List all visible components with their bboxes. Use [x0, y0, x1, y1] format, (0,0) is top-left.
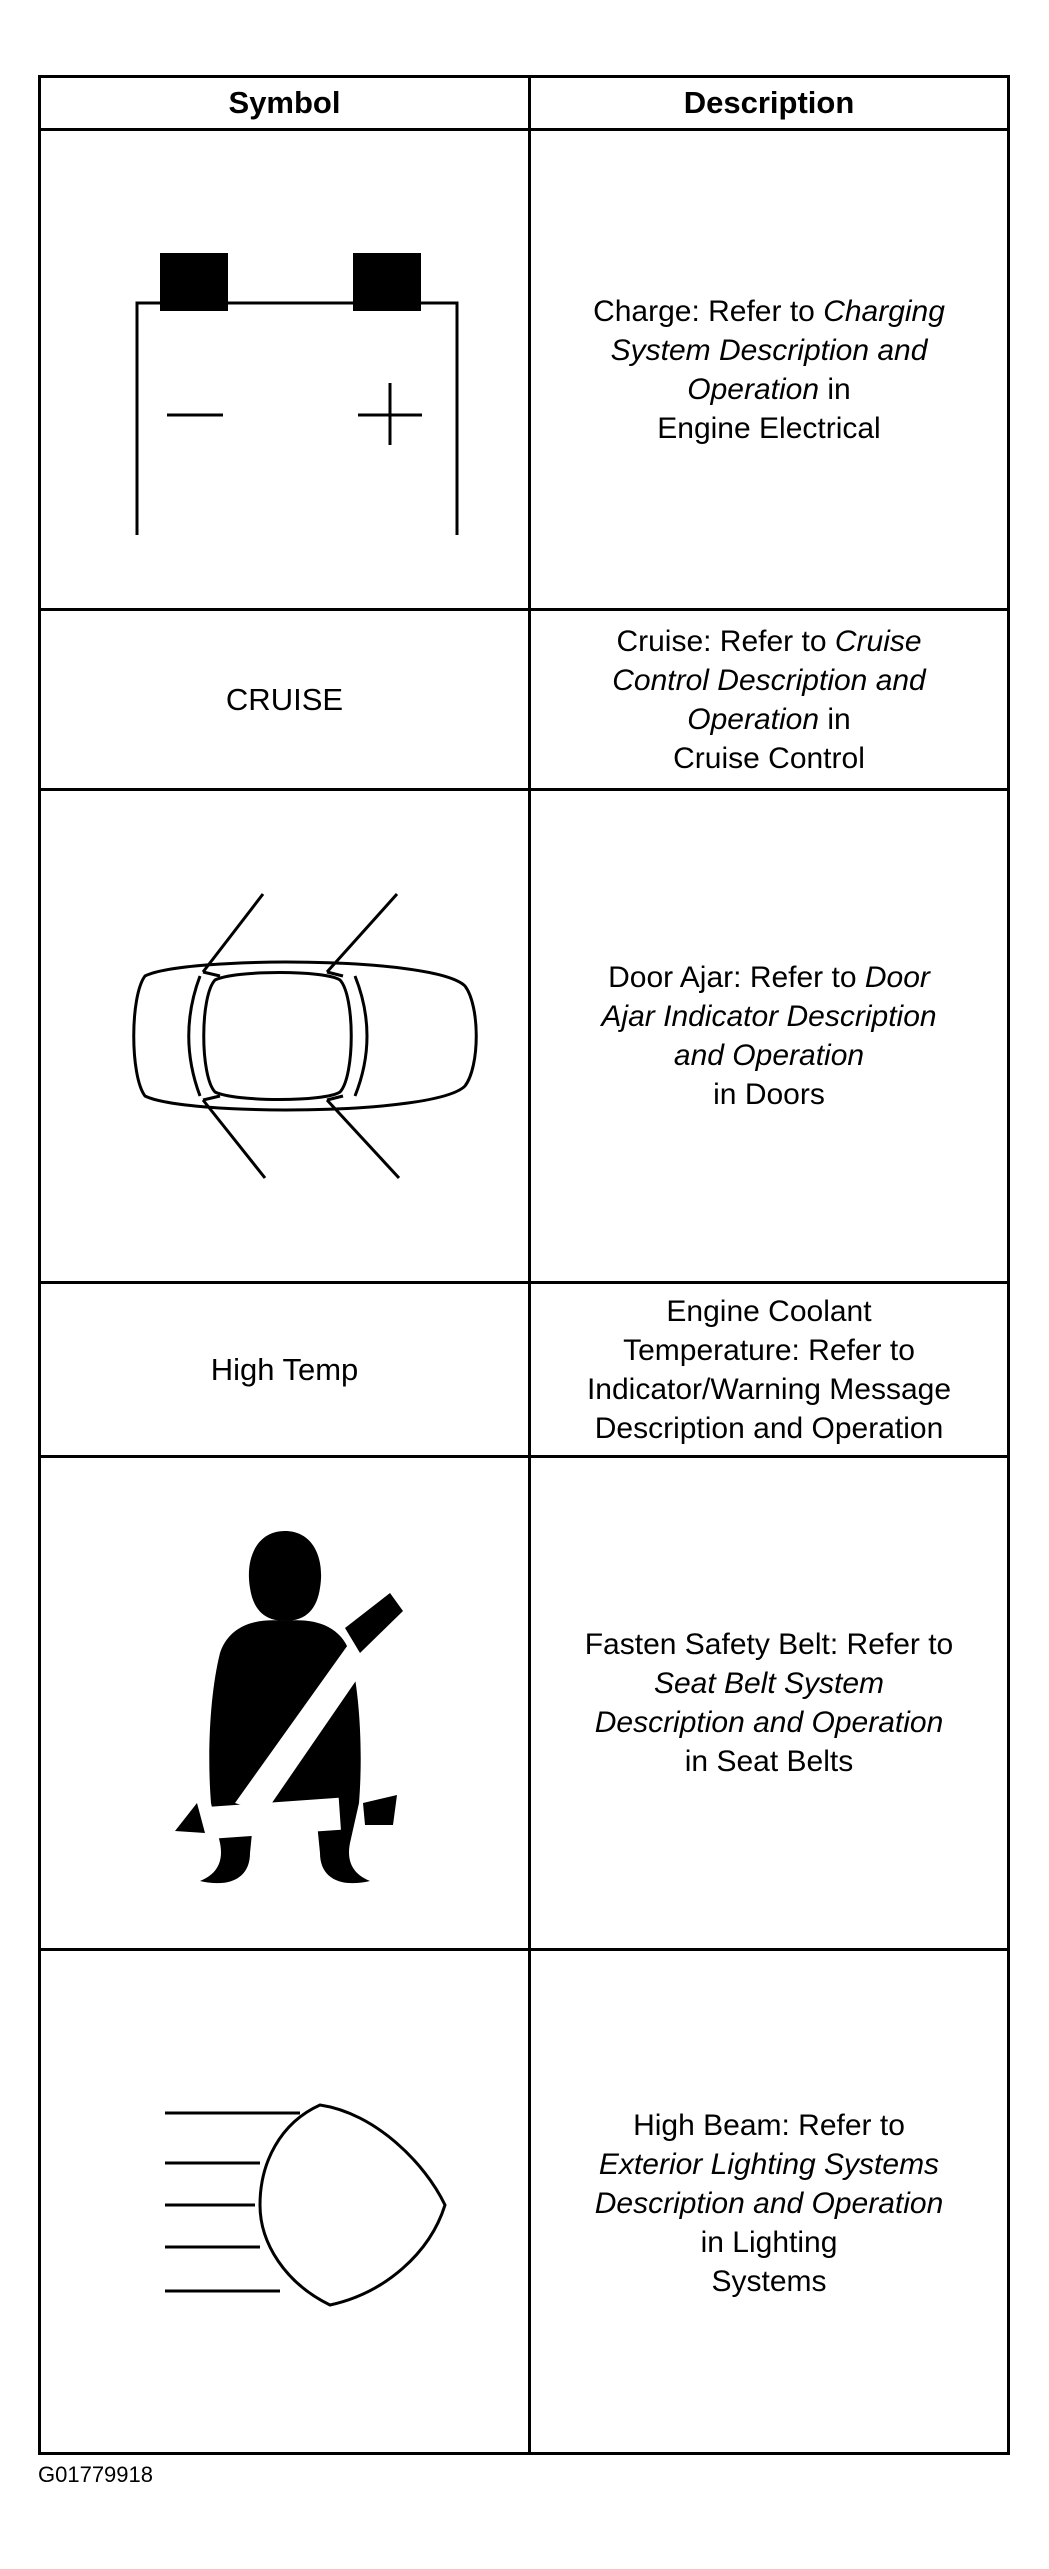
description-cell: Engine Coolant Temperature: Refer to Ind… [531, 1284, 1007, 1455]
desc-italic: Cruise [834, 624, 922, 658]
description-text: Engine Coolant Temperature: Refer to Ind… [587, 1292, 951, 1448]
desc-italic: Description and Operation [594, 2186, 944, 2220]
cruise-symbol-text: CRUISE [225, 681, 344, 717]
symbol-cell: High Temp [41, 1284, 531, 1455]
table-row: CRUISE Cruise: Refer to Cruise Control D… [41, 611, 1007, 791]
desc-italic: Ajar Indicator Description [601, 1000, 937, 1033]
desc-italic: Door [864, 961, 930, 994]
desc-line: Engine Electrical [657, 411, 881, 445]
description-text: Charge: Refer to Charging System Descrip… [593, 292, 945, 448]
desc-italic: Description and Operation [594, 1706, 944, 1739]
desc-line: Indicator/Warning Message [586, 1372, 952, 1406]
desc-line: Charge: Refer to [593, 294, 824, 328]
desc-line: in [819, 372, 851, 406]
desc-italic: Exterior Lighting Systems [598, 2147, 940, 2181]
symbol-cell [41, 791, 531, 1281]
desc-line: Fasten Safety Belt: Refer to [584, 1628, 954, 1661]
desc-line: Door Ajar: Refer to [608, 961, 865, 994]
table-row: High Beam: Refer to Exterior Lighting Sy… [41, 1951, 1007, 2455]
desc-line: in Doors [713, 1078, 825, 1111]
desc-italic: and Operation [673, 1039, 865, 1072]
desc-line: in Seat Belts [684, 1745, 854, 1778]
description-text: High Beam: Refer to Exterior Lighting Sy… [595, 2106, 944, 2301]
desc-line: Engine Coolant [666, 1294, 872, 1328]
symbol-table: Symbol Description Charge: Refer to Char… [38, 75, 1010, 2455]
symbol-cell [41, 1458, 531, 1948]
car-doors-open-icon [131, 892, 478, 1180]
desc-italic: Seat Belt System [653, 1667, 885, 1700]
description-text: Cruise: Refer to Cruise Control Descript… [612, 622, 926, 778]
desc-italic: Operation [687, 372, 820, 406]
description-text: Door Ajar: Refer to Door Ajar Indicator … [601, 958, 936, 1114]
desc-line: in [819, 702, 851, 736]
desc-line: Cruise: Refer to [616, 624, 835, 658]
table-header-row: Symbol Description [41, 78, 1007, 131]
symbol-cell: CRUISE [41, 611, 531, 788]
desc-italic: Operation [687, 702, 820, 736]
header-symbol: Symbol [228, 85, 341, 120]
figure-code: G01779918 [38, 2462, 153, 2487]
desc-line: Description and Operation [594, 1411, 944, 1445]
desc-italic: System Description and [610, 333, 928, 367]
desc-line: Temperature: Refer to [623, 1333, 915, 1367]
desc-line: in Lighting [700, 2225, 838, 2259]
symbol-cell [41, 1951, 531, 2455]
high-beam-icon [164, 2103, 447, 2307]
description-text: Fasten Safety Belt: Refer to Seat Belt S… [585, 1625, 954, 1781]
description-cell: Fasten Safety Belt: Refer to Seat Belt S… [531, 1458, 1007, 1948]
header-description-cell: Description [531, 78, 1007, 128]
description-cell: Charge: Refer to Charging System Descrip… [531, 131, 1007, 608]
desc-line: High Beam: Refer to [633, 2108, 905, 2142]
desc-line: Systems [711, 2264, 827, 2298]
battery-icon [135, 252, 458, 535]
header-description: Description [683, 85, 855, 120]
table-row: Charge: Refer to Charging System Descrip… [41, 131, 1007, 611]
table-row: High Temp Engine Coolant Temperature: Re… [41, 1284, 1007, 1458]
symbol-cell [41, 131, 531, 608]
table-row: Door Ajar: Refer to Door Ajar Indicator … [41, 791, 1007, 1284]
desc-line: Cruise Control [673, 741, 865, 775]
desc-italic: Charging [823, 294, 945, 328]
table-row: Fasten Safety Belt: Refer to Seat Belt S… [41, 1458, 1007, 1951]
description-cell: High Beam: Refer to Exterior Lighting Sy… [531, 1951, 1007, 2455]
seat-belt-icon [174, 1531, 403, 1884]
header-symbol-cell: Symbol [41, 78, 531, 128]
description-cell: Cruise: Refer to Cruise Control Descript… [531, 611, 1007, 788]
description-cell: Door Ajar: Refer to Door Ajar Indicator … [531, 791, 1007, 1281]
high-temp-symbol-text: High Temp [210, 1351, 359, 1387]
desc-italic: Control Description and [612, 663, 926, 697]
